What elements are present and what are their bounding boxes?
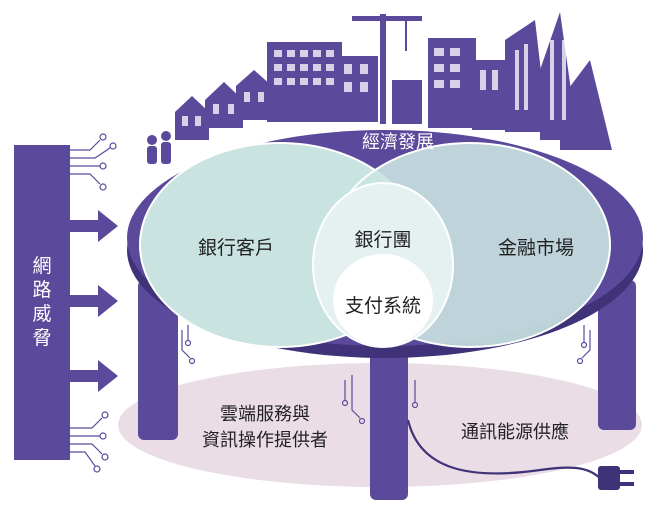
arrow-shaft: [70, 295, 98, 307]
label-banking-group: 銀行團: [354, 229, 411, 251]
label-financial-markets: 金融市場: [498, 237, 574, 259]
cyber-threat-char: 路: [32, 279, 51, 301]
label-cloud-line1: 雲端服務與: [220, 404, 310, 425]
arrow-shaft: [70, 370, 98, 382]
arrow-right-icon: [98, 210, 118, 242]
cyber-threat-bar: [14, 145, 70, 460]
cyber-threat-char: 網: [32, 255, 51, 277]
crane: [380, 14, 386, 124]
arrow-right-icon: [98, 285, 118, 317]
label-telecom-energy: 通訊能源供應: [461, 421, 569, 443]
pillar-center: [370, 340, 408, 500]
pillar-right: [598, 280, 636, 430]
arrow-right-icon: [98, 360, 118, 392]
people-figures: [147, 131, 171, 164]
building-windows: [182, 40, 566, 126]
power-cord: [406, 419, 601, 479]
crane: [392, 80, 422, 124]
power-plug-icon: [598, 466, 634, 490]
city-skyline: [175, 12, 612, 150]
crane: [352, 16, 422, 21]
crane: [405, 21, 407, 51]
house-building: [236, 70, 272, 120]
label-payment-system: 支付系統: [345, 295, 421, 317]
venn-payment-system: [333, 254, 433, 346]
cyber-threat-char: 脅: [32, 327, 51, 349]
label-bank-clients: 銀行客戶: [198, 237, 274, 259]
tower-building: [560, 60, 612, 150]
circuit-lines: [70, 133, 591, 473]
pillar-left: [138, 280, 178, 440]
platform-pillars: [138, 280, 636, 500]
label-cloud-line2: 資訊操作提供者: [202, 430, 328, 451]
label-economy: 經濟發展: [362, 132, 434, 153]
label-cyber-threat: 網 路 威 脅: [32, 255, 51, 349]
tower-building: [472, 60, 508, 130]
cyber-threat-char: 威: [32, 303, 51, 325]
arrow-shaft: [70, 220, 98, 232]
house-building: [175, 96, 209, 140]
threat-arrows: [70, 210, 118, 392]
house-building: [205, 82, 243, 128]
